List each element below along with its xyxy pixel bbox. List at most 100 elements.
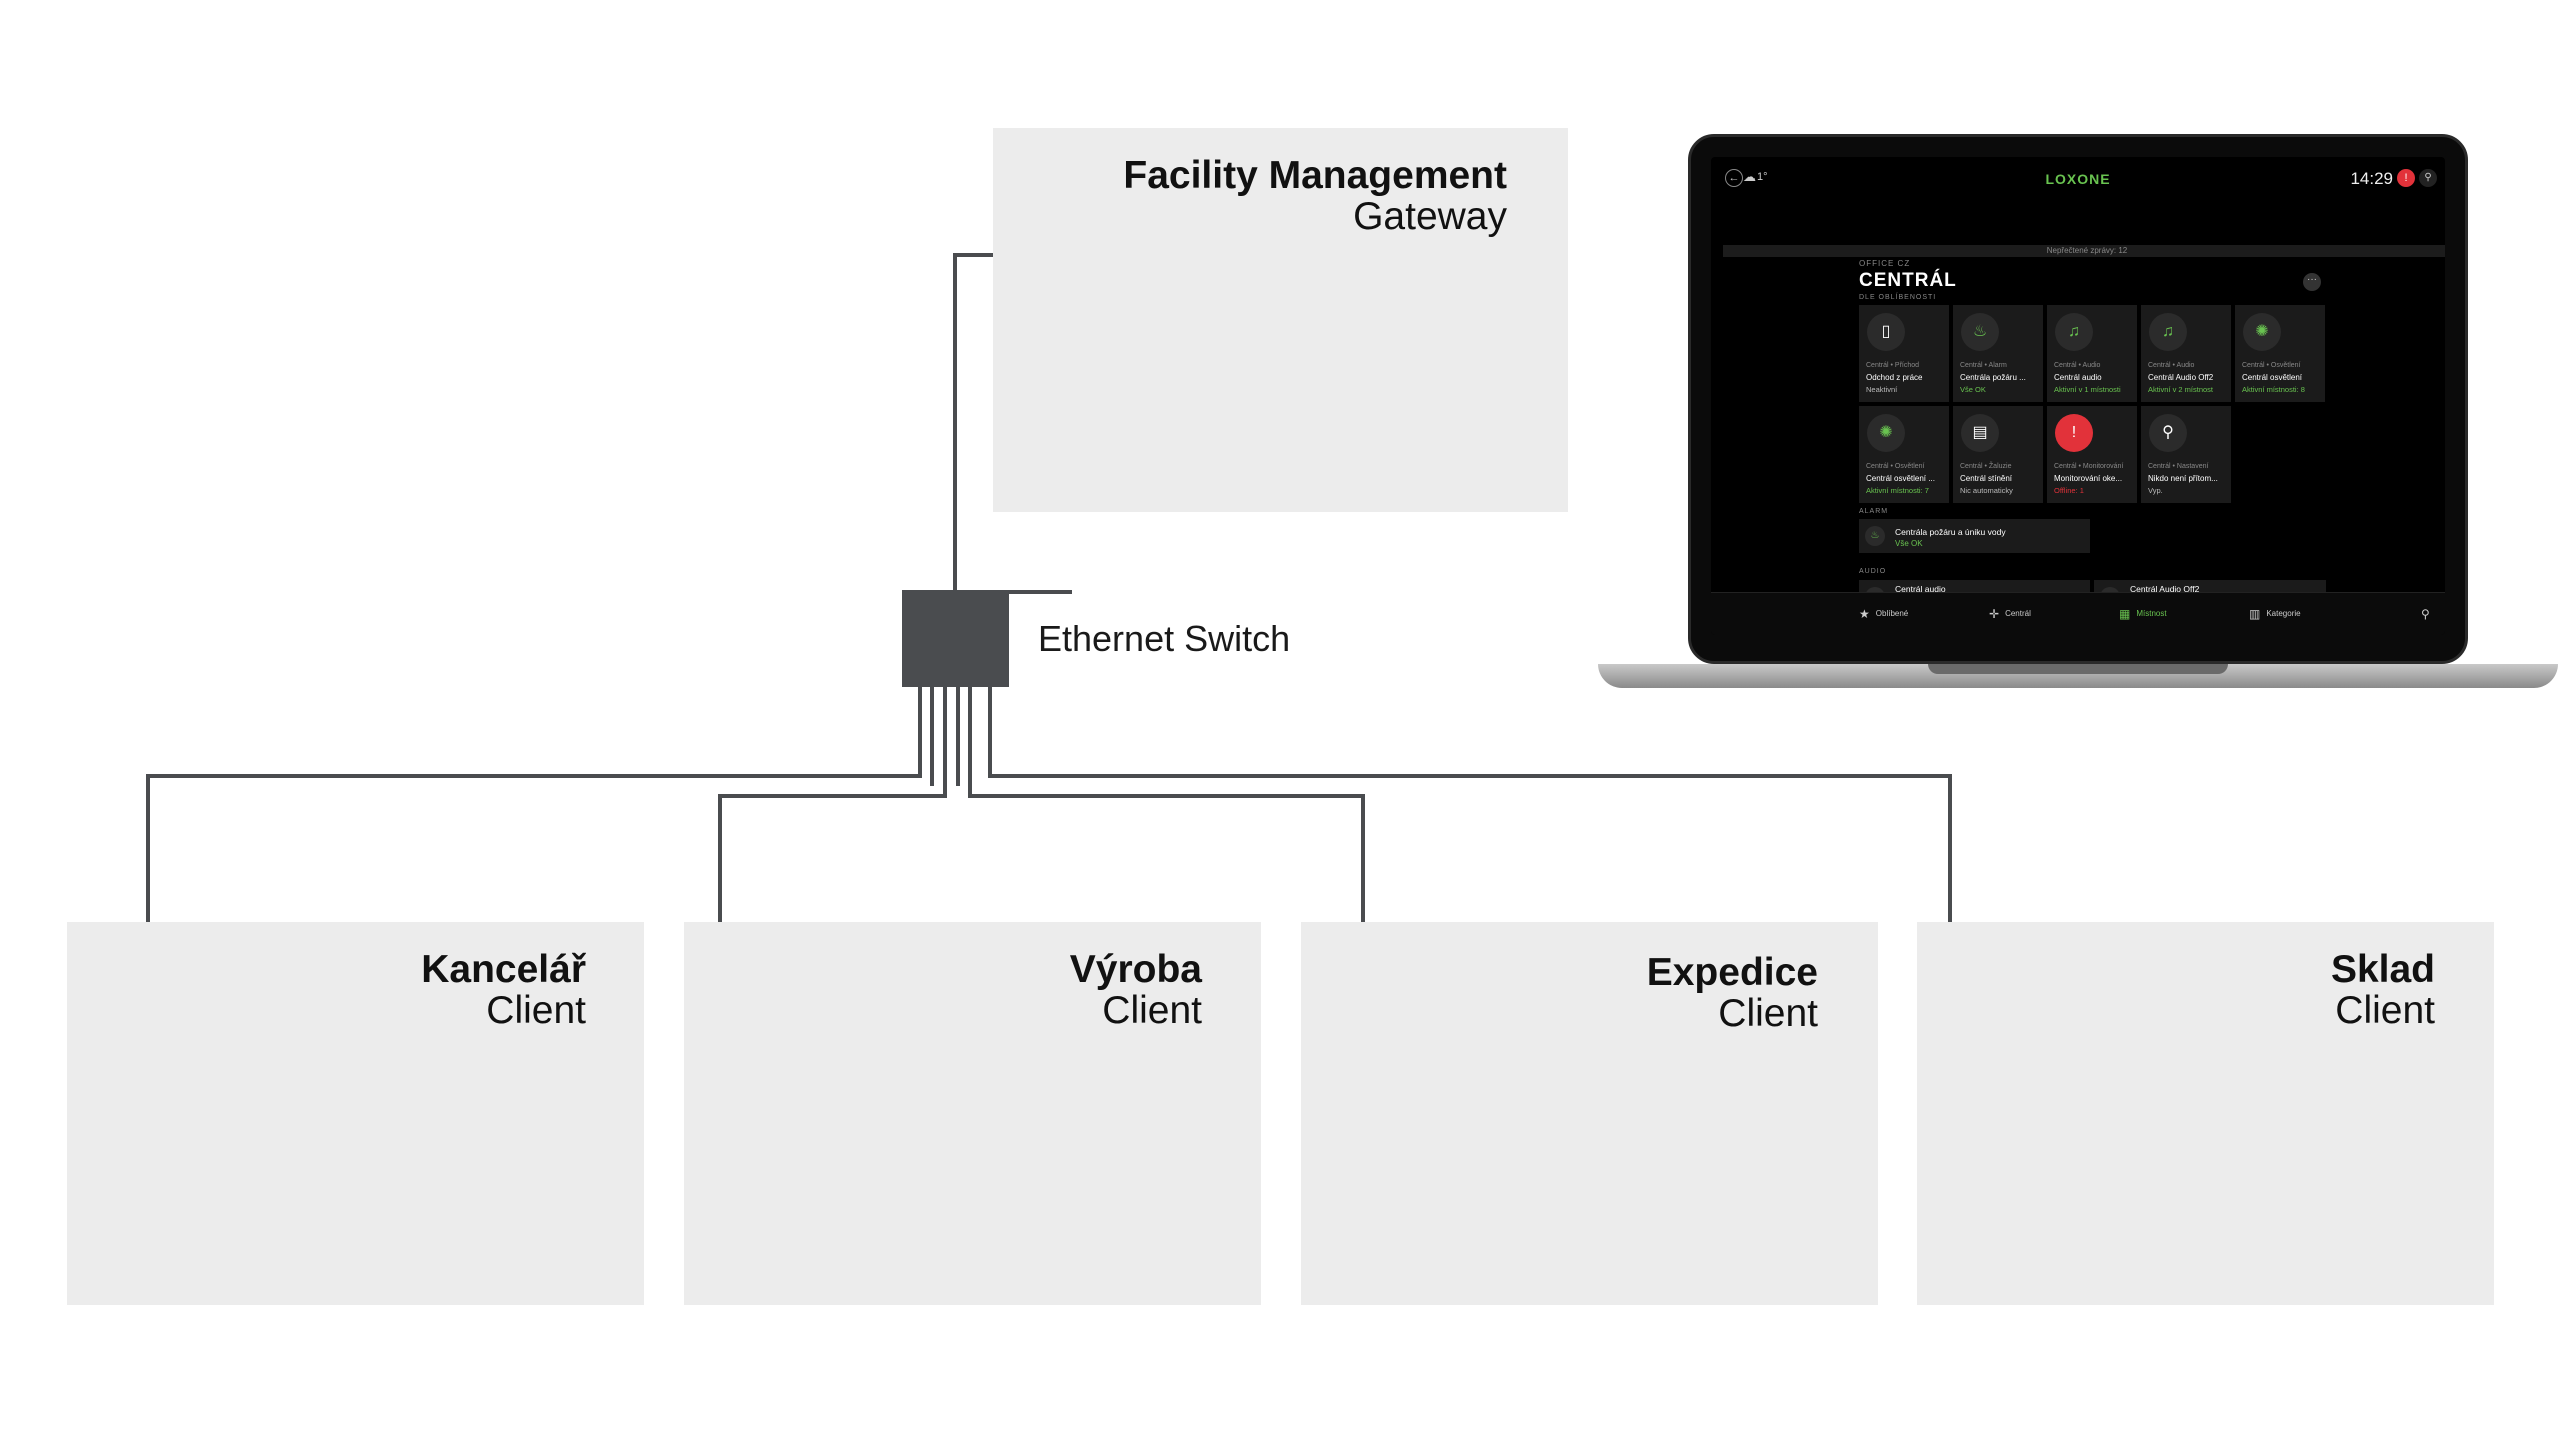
tab-rooms[interactable]: ▦ Místnost [2119, 607, 2167, 621]
tile-status: Neaktivní [1866, 385, 1898, 394]
client-title-kancelar: Kancelář Client [67, 948, 586, 1032]
tab-favorites[interactable]: ★Oblíbené [1859, 607, 1908, 621]
tile-category: Centrál • Monitorování [2054, 463, 2124, 470]
tab-categories[interactable]: ▥ Kategorie [2249, 607, 2301, 621]
tile-category: Centrál • Osvětlení [1866, 463, 1925, 470]
tile-name: Centrál osvětlení [2242, 373, 2303, 382]
client-role: Client [1718, 991, 1818, 1035]
laptop: ← ☁ 1° LOXONE 14:29 ! ⚲ Nepřečtené zpráv… [1598, 134, 2558, 704]
client-title-expedice: Expedice Client [1301, 951, 1818, 1035]
more-icon[interactable]: ··· [2303, 273, 2321, 291]
tile-name: Centrál stínění [1960, 474, 2013, 483]
client-title-vyroba: Výroba Client [684, 948, 1202, 1032]
light-icon: ✺ [1867, 414, 1905, 452]
light-icon: ✺ [2243, 313, 2281, 351]
tile-category: Centrál • Alarm [1960, 362, 2007, 369]
gateway-panel [993, 128, 1568, 512]
client-role: Client [1102, 988, 1202, 1032]
alarm-item[interactable]: ♨ Centrála požáru a úniku vody Vše OK [1859, 519, 2090, 553]
door-icon: ▯ [1867, 313, 1905, 351]
client-role: Client [2335, 988, 2435, 1032]
music-icon: ♫ [2055, 313, 2093, 351]
client-panel-sklad [1917, 922, 2494, 1305]
tile-status: Vše OK [1960, 385, 1986, 394]
tile-status: Aktivní v 2 místnost [2148, 385, 2214, 394]
tile-name: Nikdo není přítom... [2148, 474, 2218, 483]
tab-central[interactable]: ✛ Centrál [1989, 607, 2031, 621]
app-header: ← ☁ 1° LOXONE 14:29 ! ⚲ [1711, 157, 2445, 199]
notification-bar[interactable]: Nepřečtené zprávy: 12 [1723, 245, 2445, 257]
tab-label: Místnost [2136, 609, 2167, 619]
client-name: Kancelář [421, 948, 586, 991]
tile-status: Nic automaticky [1960, 486, 2013, 495]
alert-icon[interactable]: ! [2397, 169, 2415, 187]
tile-category: Centrál • Audio [2054, 362, 2101, 369]
client-panel-kancelar [67, 922, 644, 1305]
tile-status: Aktivní místnosti: 8 [2242, 385, 2305, 394]
client-role: Client [486, 988, 586, 1032]
tab-label: Centrál [2005, 609, 2031, 619]
tile-category: Centrál • Audio [2148, 362, 2195, 369]
location-pin-icon[interactable]: ⚲ [2421, 607, 2430, 621]
app-screen: ← ☁ 1° LOXONE 14:29 ! ⚲ Nepřečtené zpráv… [1711, 157, 2445, 635]
search-icon[interactable]: ⚲ [2419, 169, 2437, 187]
tab-bar: ★Oblíbené ✛Centrál ▦Místnost ▥Kategorie … [1711, 592, 2445, 635]
tile-status: Offline: 1 [2054, 486, 2084, 495]
tile-status: Aktivní v 1 místnosti [2054, 385, 2121, 394]
section-audio: AUDIO [1859, 568, 1887, 575]
ethernet-switch [902, 590, 1009, 687]
flame-icon: ♨ [1961, 313, 1999, 351]
tile-name: Monitorování oke... [2054, 474, 2123, 483]
client-panel-vyroba [684, 922, 1261, 1305]
client-panel-expedice [1301, 922, 1878, 1305]
switch-body [902, 590, 1009, 687]
section-alarm: ALARM [1859, 508, 1889, 515]
cloud-icon: ☁ [1743, 169, 1756, 184]
tab-label: Kategorie [2266, 609, 2301, 619]
central-icon: ✛ [1989, 607, 2000, 621]
audio-item-name: Centrál Audio Off2 [2130, 584, 2200, 594]
section-favorites: DLE OBLÍBENOSTI [1859, 294, 1937, 301]
tile-name: Centrál osvětlení ... [1866, 474, 1935, 483]
laptop-notch [1928, 664, 2228, 674]
music-icon: ♫ [2149, 313, 2187, 351]
tile-category: Centrál • Nastavení [2148, 463, 2209, 470]
tile-name: Centrála požáru ... [1960, 373, 2026, 382]
gateway-title: Facility Management Gateway [993, 155, 1507, 238]
page-title: CENTRÁL [1859, 270, 1957, 291]
presence-icon: ⚲ [2149, 414, 2187, 452]
laptop-lid: ← ☁ 1° LOXONE 14:29 ! ⚲ Nepřečtené zpráv… [1688, 134, 2468, 664]
rooms-icon: ▦ [2119, 607, 2131, 621]
blinds-icon: ▤ [1961, 414, 1999, 452]
warning-icon: ! [2055, 414, 2093, 452]
client-title-sklad: Sklad Client [1917, 949, 2435, 1032]
alarm-item-status: Vše OK [1895, 539, 1923, 548]
tile-status: Aktivní místnosti: 7 [1866, 486, 1929, 495]
app-brand: LOXONE [2045, 171, 2111, 187]
clock: 14:29 [2350, 169, 2393, 188]
category-icon: ▥ [2249, 607, 2261, 621]
weather-temp: 1° [1757, 171, 1768, 183]
switch-label: Ethernet Switch [1038, 618, 1291, 659]
tile-category: Centrál • Žaluzie [1960, 463, 2012, 470]
gateway-subtitle: Gateway [1353, 194, 1507, 238]
alarm-item-name: Centrála požáru a úniku vody [1895, 527, 2006, 537]
tile-name: Odchod z práce [1866, 373, 1923, 382]
tile-name: Centrál Audio Off2 [2148, 373, 2214, 382]
client-name: Výroba [1069, 948, 1202, 991]
tab-label: Oblíbené [1875, 609, 1909, 619]
back-icon[interactable]: ← [1725, 169, 1743, 187]
tile-status: Vyp. [2148, 486, 2163, 495]
client-name: Expedice [1646, 951, 1818, 994]
flame-icon: ♨ [1865, 526, 1885, 546]
tile-name: Centrál audio [2054, 373, 2102, 382]
